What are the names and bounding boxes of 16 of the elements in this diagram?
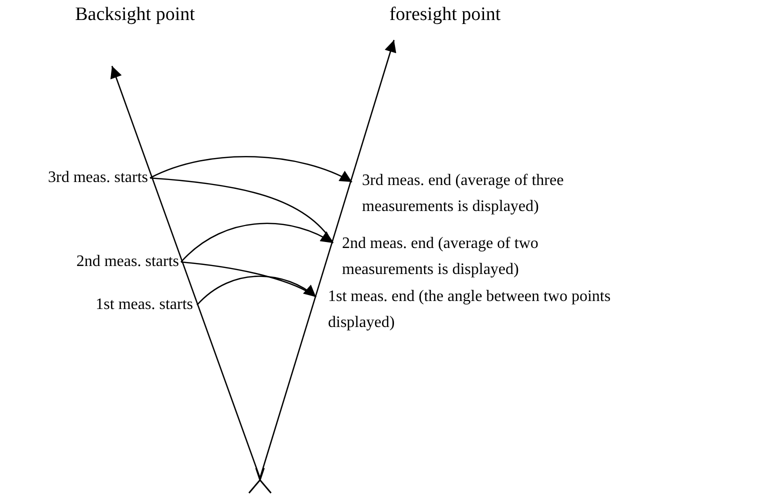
instrument-icon [247,466,273,494]
point-label: Backsight point [50,2,220,64]
curved-arrow [180,222,334,262]
curved-arrow [196,276,316,306]
end-label: 1st meas. end (the angle between two points displayed) [328,284,618,340]
end-label: 2nd meas. end (average of two measurements is displayed) [342,231,632,287]
curved-arrow [150,156,352,183]
end-label: 3rd meas. end (average of three measurements is displayed) [362,168,652,224]
start-label: 1st meas. starts [40,292,193,318]
sight-line-arrow [110,66,261,478]
sight-line-arrow [259,40,396,478]
curve-line [180,261,316,298]
start-label: 3rd meas. starts [2,165,148,191]
start-label: 2nd meas. starts [2,249,179,275]
curve-line [150,177,334,244]
point-label: foresight point [360,2,530,38]
